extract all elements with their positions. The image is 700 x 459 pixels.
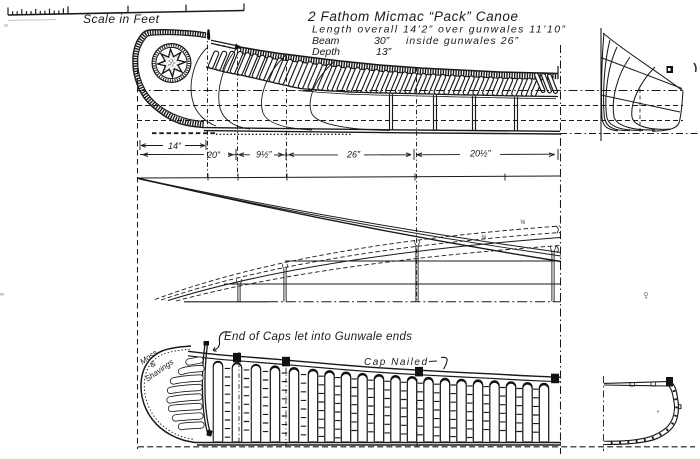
- svg-text:30”: 30”: [374, 35, 390, 47]
- svg-text:14”: 14”: [168, 141, 182, 151]
- svg-text:Cap Nailed: Cap Nailed: [364, 357, 427, 368]
- svg-text:End of Caps let into Gunwale e: End of Caps let into Gunwale ends: [224, 331, 412, 343]
- svg-text:2 Fathom Micmac “Pack” Canoe: 2 Fathom Micmac “Pack” Canoe: [307, 9, 518, 24]
- svg-text:20”: 20”: [206, 150, 221, 160]
- svg-text:13”: 13”: [376, 46, 392, 58]
- svg-text:¾: ¾: [481, 235, 486, 241]
- svg-text:9½”: 9½”: [256, 150, 273, 160]
- svg-text:Length overall 14’2” over gun: Length overall 14’2” over gunwales 11’10…: [312, 24, 566, 36]
- svg-text:&: &: [148, 359, 158, 369]
- svg-text:Depth: Depth: [312, 46, 340, 58]
- svg-text:¾: ¾: [520, 220, 525, 226]
- svg-text:Beam: Beam: [312, 35, 340, 47]
- svg-text:inside gunwales 26”: inside gunwales 26”: [406, 35, 519, 47]
- svg-text:Scale in Feet: Scale in Feet: [83, 12, 160, 26]
- svg-text:26”: 26”: [346, 150, 361, 160]
- svg-text:20½”: 20½”: [469, 149, 492, 159]
